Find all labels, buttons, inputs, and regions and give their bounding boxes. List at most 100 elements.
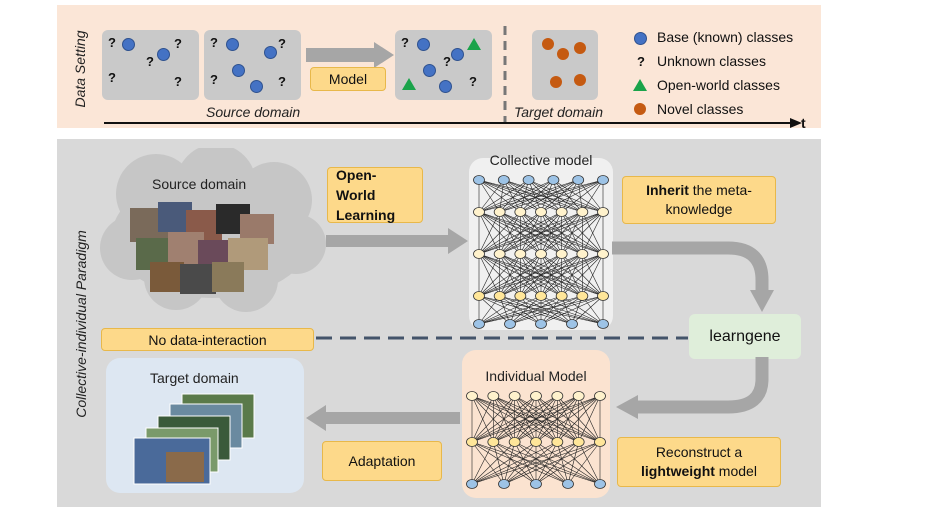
network-edge [478,211,562,255]
legend-open-world-marker [633,79,647,91]
network-node [594,479,606,489]
network-node [562,479,574,489]
network-edge [478,295,500,325]
source-to-collective-arrow [326,228,468,254]
network-edge [478,179,505,213]
network-edge [540,295,604,325]
novel-class-dot [542,38,554,50]
network-edge [478,295,583,325]
source-domain-caption: Source domain [206,104,301,120]
network-edge [578,395,601,443]
network-node [514,291,527,301]
network-edge [499,179,529,213]
network-edge [557,441,569,485]
no-data-interaction-box: No data-interaction [101,328,314,351]
network-edge [582,253,604,297]
network-edge [520,253,604,297]
base-class-dot [423,64,436,77]
network-node [597,207,609,217]
network-edge [471,441,505,485]
paradigm-label: Collective-individual Paradigm [73,230,89,418]
network-edge [471,441,537,485]
network-edge [471,441,558,485]
network-node [504,319,516,329]
network-edge [471,395,558,443]
network-node [508,437,521,447]
inherit-rest-text: the meta-knowledge [665,182,752,217]
base-class-dot [439,80,452,93]
network-node [514,249,527,259]
network-edge [582,179,604,213]
network-node [493,207,506,217]
base-class-dot [451,48,464,61]
network-edge [561,253,604,297]
no-interaction-dashed-line [316,336,688,340]
unknown-marker: ? [108,35,116,50]
novel-class-dot [574,42,586,54]
network-edge [520,179,554,213]
reconstruct-box: Reconstruct a lightweight model [617,437,781,487]
network-edge [528,179,583,213]
open-world-learning-box: Open-World Learning [327,167,423,223]
network-edge [493,395,601,443]
network-edge [557,395,601,443]
network-edge [509,295,562,325]
network-edge [520,179,604,213]
network-edge [535,441,579,485]
inherit-text: Inherit the meta-knowledge [623,181,775,219]
model-box: Model [310,67,386,91]
unknown-marker: ? [278,36,286,51]
time-axis [104,118,802,128]
network-edge [509,295,604,325]
network-edge [478,179,562,213]
cloud-source-domain-label: Source domain [152,176,247,192]
source-image-collage [130,202,274,294]
legend-base-marker [634,32,647,45]
network-edge [535,441,558,485]
network-edge [557,441,601,485]
network-edge [582,295,604,325]
network-edge [540,295,583,325]
network-edge [478,179,542,213]
network-node [535,319,547,329]
individual-to-target-arrow [306,405,460,431]
inherit-box: Inherit the meta-knowledge [622,176,776,224]
network-edge [540,211,604,255]
network-edge [540,179,554,213]
network-edge [503,441,515,485]
network-edge [499,179,554,213]
unknown-marker: ? [210,35,218,50]
network-edge [503,441,537,485]
target-domain-caption: Target domain [514,104,603,120]
network-edge [535,441,601,485]
network-edge [478,211,500,255]
individual-network [466,391,606,489]
open-world-triangle [402,78,416,90]
network-node [551,391,564,401]
network-edge [503,179,583,213]
base-class-dot [157,48,170,61]
network-node [597,291,609,301]
open-world-learning-text: Open-World Learning [336,167,396,223]
network-edge [571,295,604,325]
network-edge [471,395,515,443]
network-edge [582,211,604,255]
network-edge [535,395,601,443]
network-edge [471,441,579,485]
network-node [597,249,609,259]
network-edge [540,179,604,213]
network-edge [478,253,583,297]
network-edge [567,441,579,485]
network-node [473,207,485,217]
source-box-2: ? ? ? ? [204,30,301,100]
network-edge [553,179,583,213]
unknown-marker: ? [401,35,409,50]
network-edge [520,179,529,213]
network-edge [503,441,601,485]
network-node [576,207,589,217]
network-edge [478,253,604,297]
network-node [555,291,568,301]
collective-network [473,175,609,329]
inherit-bold-text: Inherit [646,182,689,198]
network-node [473,249,485,259]
